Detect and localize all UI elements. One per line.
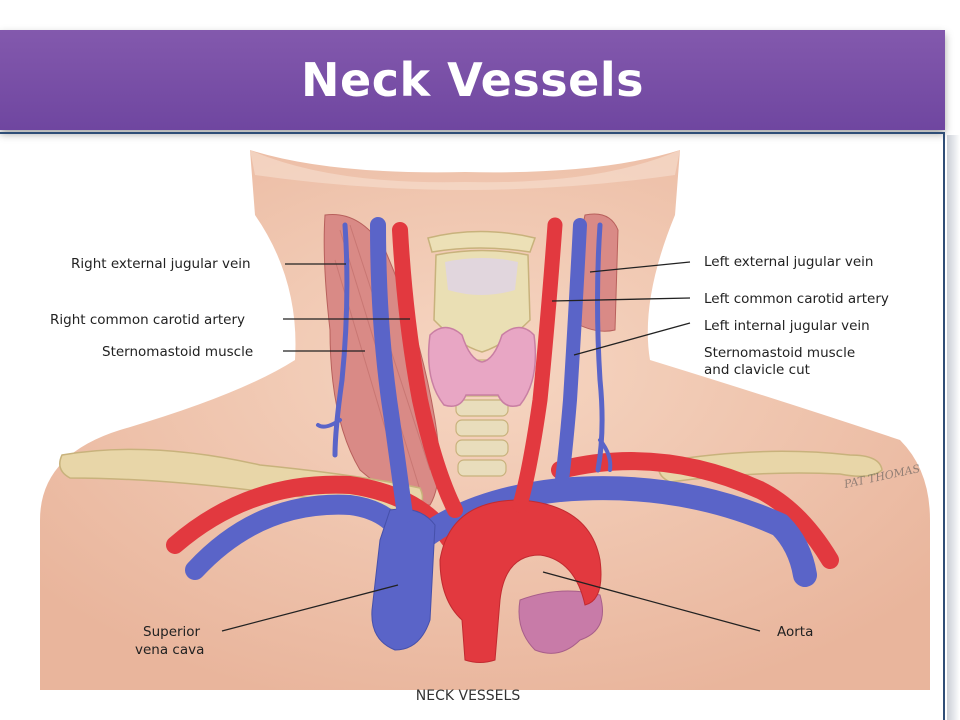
title-bar: Neck Vessels: [0, 30, 945, 130]
label-left-internal-jugular-vein: Left internal jugular vein: [704, 318, 870, 334]
figure-caption: NECK VESSELS: [416, 688, 521, 704]
hyoid-bone: [427, 230, 536, 253]
leader-lines: [221, 261, 761, 632]
left-subclavian-artery: [551, 452, 839, 569]
label-left-common-carotid-artery: Left common carotid artery: [704, 291, 889, 307]
right-common-carotid-artery: [392, 222, 463, 518]
right-internal-jugular-vein: [370, 217, 413, 523]
label-left-external-jugular-vein: Left external jugular vein: [704, 254, 873, 270]
label-aorta: Aorta: [777, 624, 813, 640]
thyroid-cartilage-notch: [445, 258, 518, 295]
label-sternomastoid-muscle: Sternomastoid muscle: [102, 344, 253, 360]
right-subclavian-artery: [166, 475, 459, 554]
page-title: Neck Vessels: [301, 53, 644, 107]
right-external-jugular-vein: [332, 222, 350, 458]
label-right-external-jugular-vein: Right external jugular vein: [71, 256, 251, 272]
frame-shadow: [947, 135, 960, 720]
superior-vena-cava: [371, 508, 436, 651]
label-right-common-carotid-artery: Right common carotid artery: [50, 312, 245, 328]
content-frame: [0, 132, 945, 720]
label-sternomastoid-cut-line1: Sternomastoid muscle: [704, 345, 855, 361]
left-common-carotid-artery: [512, 217, 563, 513]
label-sternomastoid-cut-line2: and clavicle cut: [704, 362, 810, 378]
neck-vessels-illustration: PAT THOMAS Right external jugular vein R…: [40, 150, 930, 704]
label-superior-vena-cava-line2: vena cava: [135, 642, 204, 658]
pulmonary-trunk: [518, 590, 603, 654]
right-ejv-branch: [316, 418, 342, 429]
left-internal-jugular-vein: [553, 218, 587, 502]
thyroid-gland: [427, 326, 537, 407]
left-ejv-branch: [598, 438, 613, 472]
label-superior-vena-cava-line1: Superior: [143, 624, 201, 640]
